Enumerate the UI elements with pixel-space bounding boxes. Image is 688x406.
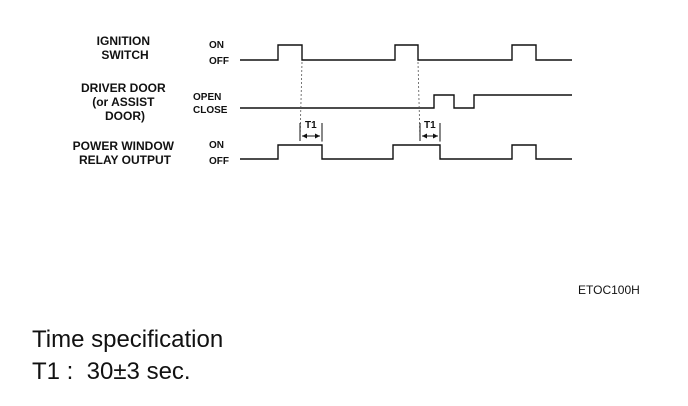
door-label-line-2: (or ASSIST: [92, 95, 155, 109]
door-close-label: CLOSE: [193, 105, 228, 116]
ignition-on-label: ON: [209, 40, 224, 51]
t1-interval-marker-2: T1: [419, 120, 441, 141]
ignition-label-line-2: SWITCH: [101, 48, 148, 62]
relay-label-line-1: POWER WINDOW: [73, 139, 175, 153]
ignition-switch-label: IGNITION SWITCH: [97, 34, 154, 62]
t1-label-2: T1: [424, 120, 436, 131]
t1-interval-marker-1: T1: [299, 120, 323, 141]
ignition-waveform: [240, 44, 572, 61]
spec-value: T1 : 30±3 sec.: [32, 358, 191, 385]
ignition-label-line-1: IGNITION: [97, 34, 150, 48]
ignition-off-label: OFF: [209, 56, 229, 67]
relay-output-label: POWER WINDOW RELAY OUTPUT: [73, 139, 178, 167]
door-open-label: OPEN: [193, 92, 221, 103]
door-label-line-3: DOOR): [105, 109, 145, 123]
driver-door-label: DRIVER DOOR (or ASSIST DOOR): [81, 81, 169, 123]
figure-code: ETOC100H: [578, 283, 640, 297]
relay-on-label: ON: [209, 140, 224, 151]
relay-off-label: OFF: [209, 156, 229, 167]
door-waveform: [240, 94, 572, 109]
relay-label-line-2: RELAY OUTPUT: [79, 153, 172, 167]
t1-label-1: T1: [305, 120, 317, 131]
spec-title: Time specification: [32, 326, 224, 353]
relay-waveform: [240, 144, 572, 160]
door-label-line-1: DRIVER DOOR: [81, 81, 166, 95]
